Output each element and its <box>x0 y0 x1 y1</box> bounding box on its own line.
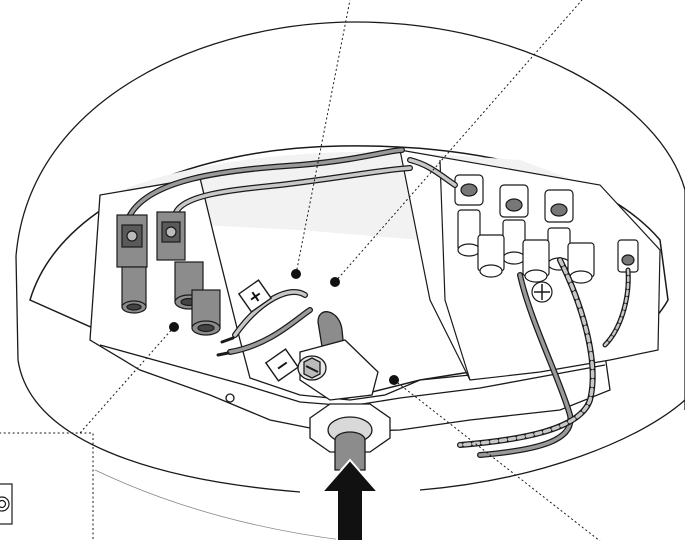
terminal-screw-6 <box>567 242 595 284</box>
callout-leader-2 <box>334 0 583 283</box>
terminal-screw-1 <box>454 174 484 257</box>
terminal-screw-5 <box>522 239 550 283</box>
housing-inner-lip-right <box>419 399 685 491</box>
callout-leader-3 <box>0 326 175 434</box>
wires <box>127 147 631 458</box>
callout-dot-4 <box>389 375 399 385</box>
wire-negative-inner <box>228 308 312 354</box>
polarity-tags: + − <box>237 279 300 382</box>
callout-dots <box>169 269 399 385</box>
housing-left-edge <box>15 255 19 361</box>
terminal-screw-2 <box>499 184 529 265</box>
callout-leader-1 <box>295 0 351 275</box>
panel-inner-edge <box>439 159 471 381</box>
insert-arrow <box>319 458 381 541</box>
terminal-screw-4 <box>477 234 505 278</box>
connector-left-3 <box>191 289 221 336</box>
wire-right-loop-inner <box>408 158 457 187</box>
housing-top-rim <box>15 21 685 257</box>
negative-tag: − <box>264 348 300 382</box>
lug-body <box>299 339 379 401</box>
cable-lug <box>297 311 379 401</box>
housing-inner-lip <box>17 359 301 493</box>
wire-bottom-right-stripe-inner <box>458 258 595 447</box>
callout-leader-3b <box>80 432 94 541</box>
wire-top-left-light-inner <box>173 166 412 217</box>
terminal-blocks-right <box>454 174 639 303</box>
callout-dot-2 <box>330 277 340 287</box>
connector-left-2 <box>156 211 204 310</box>
callout-dot-3 <box>169 322 179 332</box>
positive-tag: + <box>237 279 273 313</box>
housing-front-lower <box>94 469 351 541</box>
side-clip <box>617 239 639 273</box>
callout-dot-1 <box>291 269 301 279</box>
callouts <box>0 0 601 541</box>
ground-screw <box>531 281 553 303</box>
wire-far-right-inner <box>603 268 630 347</box>
wire-bottom-right-gray-inner <box>478 273 573 457</box>
mounting-hole <box>225 393 235 403</box>
cable-gland <box>309 403 391 471</box>
wire-positive-inner <box>233 290 307 337</box>
left-connectors <box>116 211 221 336</box>
inset-icon <box>0 483 13 525</box>
wire-tip-positive <box>220 336 235 344</box>
callout-leader-4 <box>393 379 601 541</box>
connector-left-1 <box>116 214 148 314</box>
lug-bolt-slot <box>305 365 319 373</box>
housing <box>15 21 685 541</box>
wire-top-left-dark-inner <box>128 148 404 217</box>
wire-tip-negative <box>216 351 230 357</box>
